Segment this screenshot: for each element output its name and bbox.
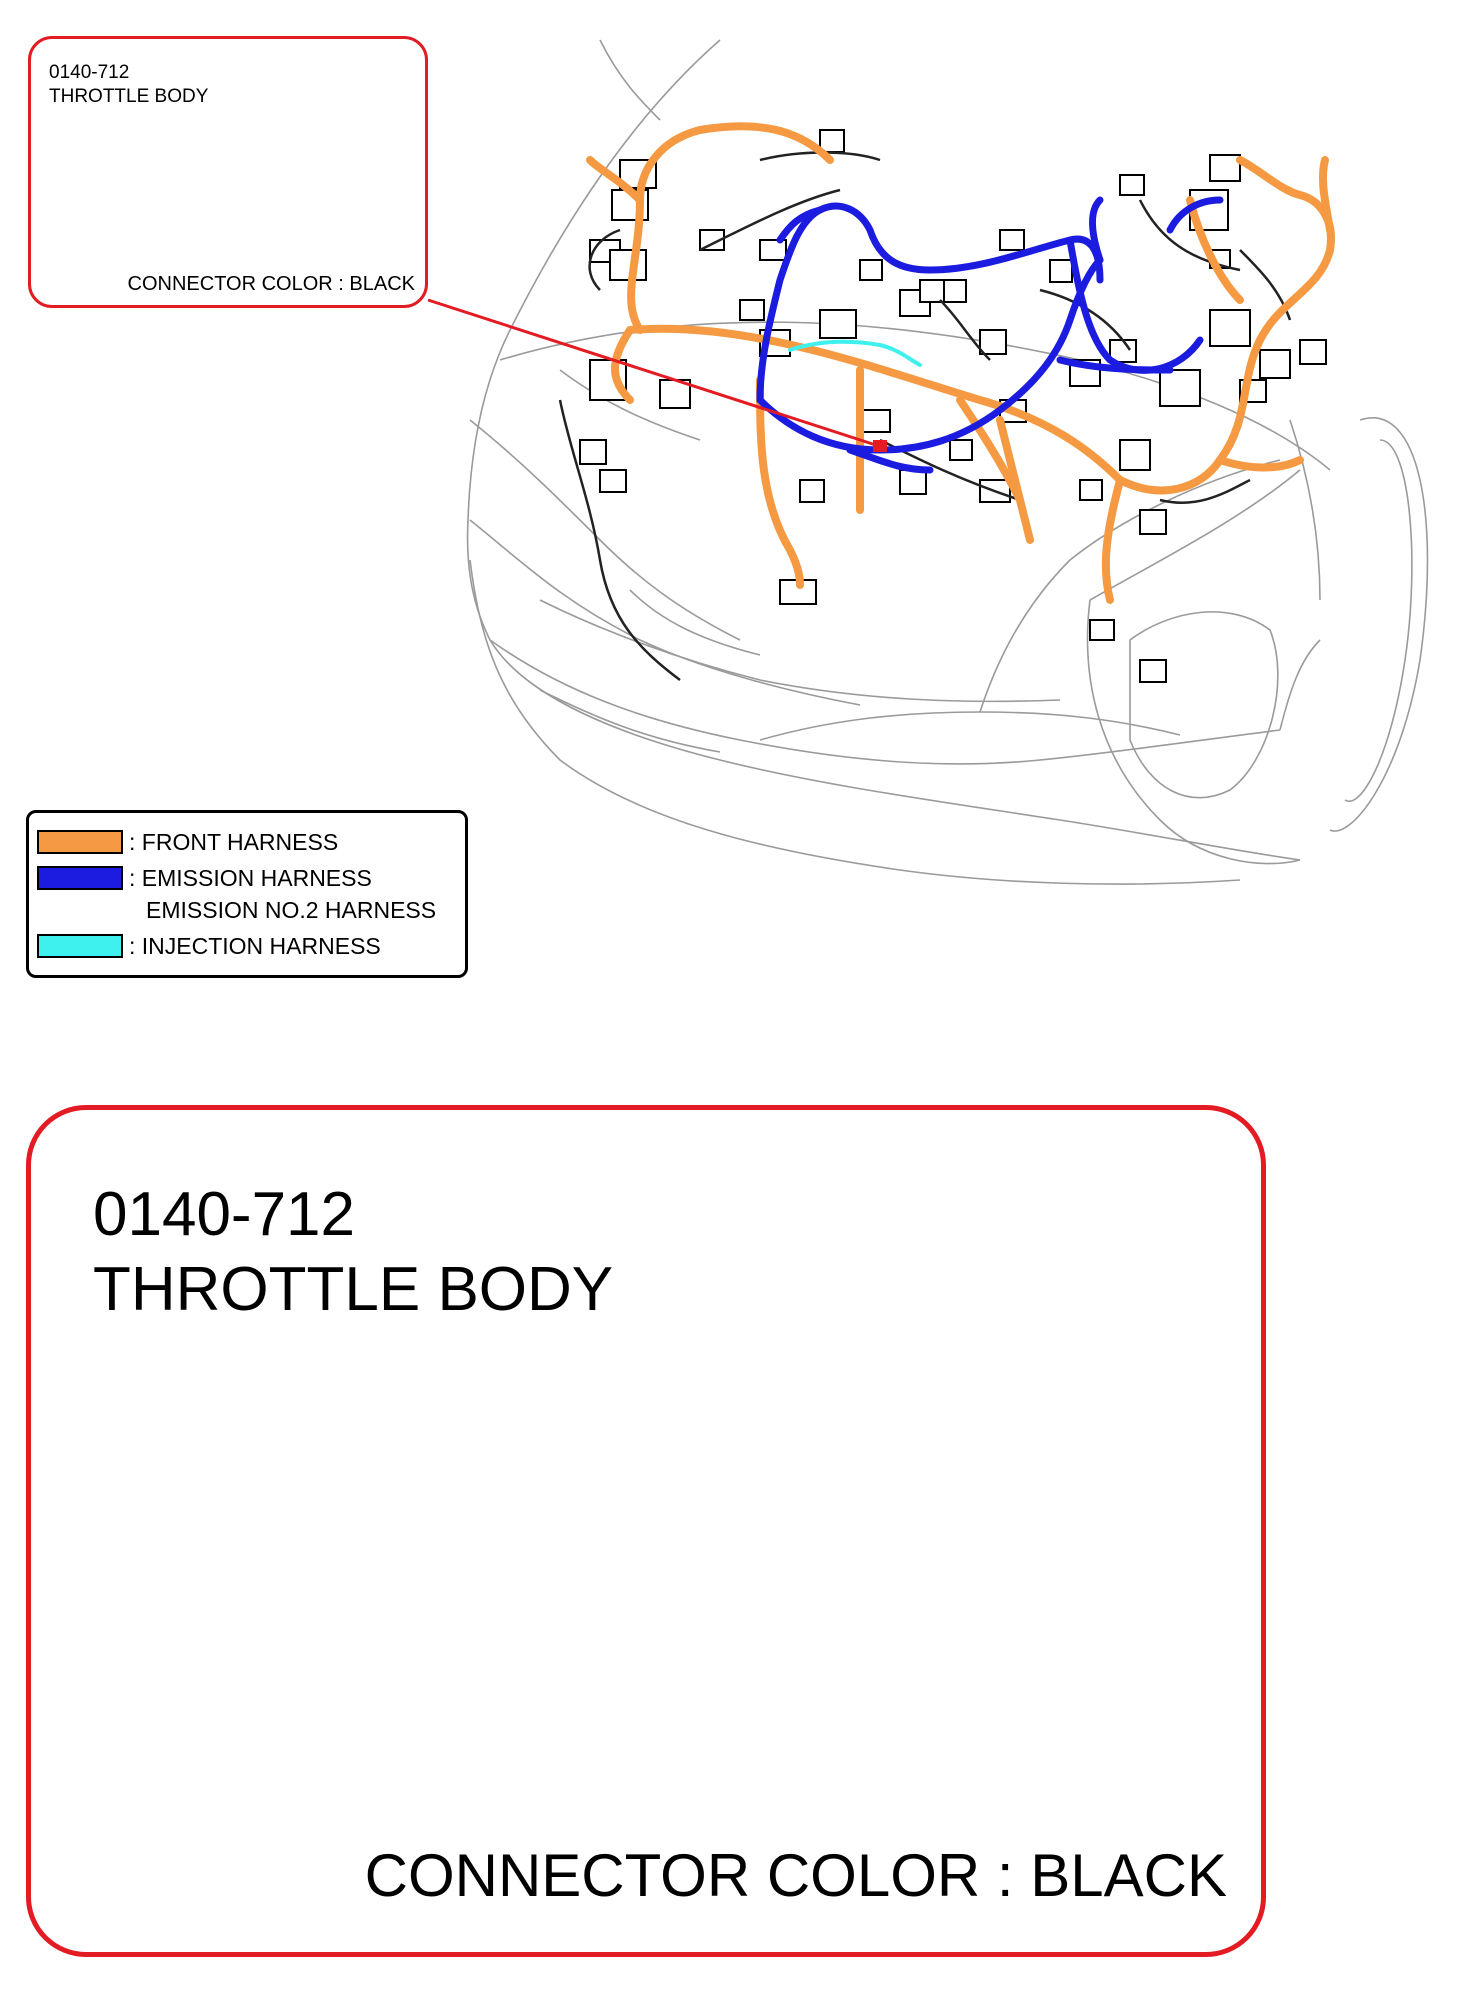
- emission-harness-swatch: [37, 866, 123, 890]
- connector-location-marker: [873, 440, 887, 452]
- callout-leader-line: [427, 298, 886, 450]
- large-connector-code: 0140-712: [93, 1180, 356, 1249]
- thin-wires: [558, 151, 1292, 681]
- small-connector-callout: 0140-712 THROTTLE BODY CONNECTOR COLOR :…: [28, 36, 428, 308]
- small-connector-name: THROTTLE BODY: [49, 86, 209, 107]
- legend-label: : EMISSION HARNESS: [129, 865, 372, 891]
- harness-connectors: [579, 129, 1327, 683]
- legend-label-secondary: EMISSION NO.2 HARNESS: [146, 897, 437, 923]
- harness-legend: : FRONT HARNESS : EMISSION HARNESS EMISS…: [26, 810, 468, 978]
- front-harness-routing: [586, 122, 1335, 604]
- legend-item-injection-harness: : INJECTION HARNESS: [37, 931, 381, 963]
- front-harness-swatch: [37, 830, 123, 854]
- small-connector-code: 0140-712: [49, 62, 130, 83]
- injection-harness-routing: [788, 339, 922, 367]
- legend-label: : INJECTION HARNESS: [129, 933, 381, 959]
- injection-harness-swatch: [37, 934, 123, 958]
- small-connector-color-text: CONNECTOR COLOR : BLACK: [127, 273, 415, 295]
- legend-label: : FRONT HARNESS: [129, 829, 339, 855]
- emission-harness-routing: [756, 196, 1224, 474]
- legend-item-emission-harness: : EMISSION HARNESS: [37, 863, 372, 895]
- large-connector-color-text: CONNECTOR COLOR : BLACK: [364, 1842, 1227, 1909]
- legend-item-front-harness: : FRONT HARNESS: [37, 827, 338, 859]
- large-connector-name: THROTTLE BODY: [93, 1255, 614, 1324]
- large-connector-callout: 0140-712 THROTTLE BODY CONNECTOR COLOR :…: [26, 1105, 1266, 1957]
